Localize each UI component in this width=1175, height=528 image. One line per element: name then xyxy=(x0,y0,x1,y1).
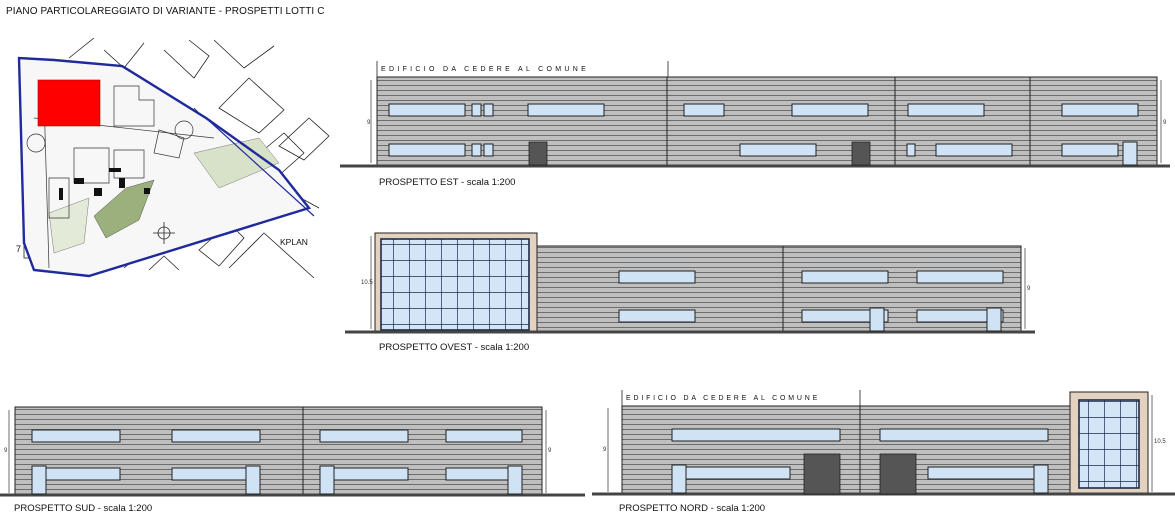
caption-sud: PROSPETTO SUD - scala 1:200 xyxy=(14,503,153,514)
nord-height-right: 10.5 xyxy=(1154,439,1166,445)
est-height-mark: 9 xyxy=(367,120,371,126)
north-arrow-icon xyxy=(153,222,175,244)
nord-banner: EDIFICIO DA CEDERE AL COMUNE xyxy=(626,395,820,402)
svg-text:9: 9 xyxy=(1163,120,1167,126)
sud-windows xyxy=(31,429,523,495)
internal-buildings xyxy=(26,85,215,269)
lot-c-highlight xyxy=(37,79,101,127)
nord-height-left: 9 xyxy=(603,447,607,453)
ovest-windows xyxy=(618,270,1004,332)
est-windows xyxy=(388,103,1139,166)
elevation-ovest: 10.5 9 xyxy=(345,232,1035,334)
caption-nord: PROSPETTO NORD - scala 1:200 xyxy=(619,503,766,514)
ovest-curtain-wall xyxy=(380,238,530,331)
sheet-title: PIANO PARTICOLAREGGIATO DI VARIANTE - PR… xyxy=(6,6,325,17)
sud-height-mark: 9 xyxy=(4,448,8,454)
plan-boundary xyxy=(17,56,312,278)
elevation-sud: 9 9 xyxy=(0,406,585,497)
elevation-nord: EDIFICIO DA CEDERE AL COMUNE 9 10.5 xyxy=(592,390,1175,496)
caption-ovest: PROSPETTO OVEST - scala 1:200 xyxy=(379,342,530,353)
site-plan: 7 KPLAN xyxy=(16,38,330,279)
green-area xyxy=(93,179,155,239)
nord-windows xyxy=(671,428,1049,494)
caption-est: PROSPETTO EST - scala 1:200 xyxy=(379,177,516,188)
svg-text:9: 9 xyxy=(548,448,552,454)
nord-curtain-wall xyxy=(1078,399,1140,489)
kplan-label: KPLAN xyxy=(280,237,308,247)
elevation-est: EDIFICIO DA CEDERE AL COMUNE 9 9 xyxy=(340,61,1170,168)
ovest-height-left: 10.5 xyxy=(361,280,373,286)
est-banner: EDIFICIO DA CEDERE AL COMUNE xyxy=(381,66,589,73)
ovest-height-right: 9 xyxy=(1027,286,1031,292)
lot-number-label: 7 xyxy=(16,244,21,254)
